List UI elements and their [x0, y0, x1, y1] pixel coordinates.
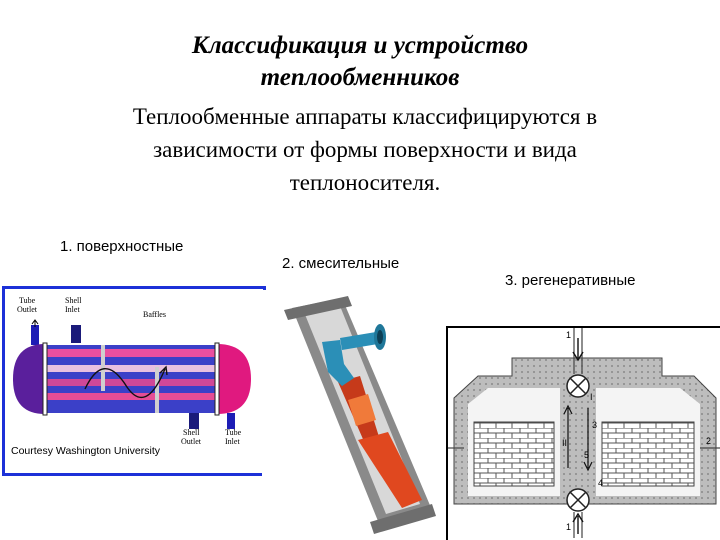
title-line-1: Классификация и устройство — [191, 32, 529, 59]
regen-label-4: 4 — [598, 478, 603, 488]
shell-tube-diagram: Tube Outlet Shell Inlet Baffles Shell Ou… — [2, 286, 266, 476]
shell-inlet-label-1: Shell — [65, 296, 82, 305]
intro-line-3: теплоносителя. — [289, 170, 441, 195]
regen-label-3: 3 — [592, 420, 597, 430]
baffles-label: Baffles — [143, 310, 166, 319]
type-label-regenerative: 3. регенеративные — [505, 272, 636, 289]
intro-text: Теплообменные аппараты классифицируются … — [30, 100, 700, 199]
shell-outlet-label-1: Shell — [183, 428, 200, 437]
tube-outlet-label-2: Outlet — [17, 305, 38, 314]
regenerative-diagram: 1 1 2 3 4 5 II I — [446, 326, 720, 540]
tube-inlet-label-1: Tube — [225, 428, 242, 437]
regen-label-5: 5 — [584, 450, 589, 460]
shell-inlet-label-2: Inlet — [65, 305, 80, 314]
title-line-2: теплообменников — [260, 64, 460, 91]
regen-label-1-top: 1 — [566, 330, 571, 340]
regen-label-1-bottom: 1 — [566, 522, 571, 532]
intro-line-1: Теплообменные аппараты классифицируются … — [132, 104, 598, 129]
regen-label-2: 2 — [706, 436, 711, 446]
tube-outlet-label-1: Tube — [19, 296, 36, 305]
intro-line-2: зависимости от формы поверхности и вида — [153, 137, 577, 162]
slide-title: Классификация и устройство теплообменник… — [0, 30, 720, 94]
regen-label-II: II — [562, 438, 567, 448]
tube-inlet-label-2: Inlet — [225, 437, 240, 446]
shell-outlet-label-2: Outlet — [181, 437, 202, 446]
type-label-surface: 1. поверхностные — [60, 238, 184, 255]
type-label-mixing: 2. смесительные — [282, 255, 400, 272]
credit-label: Courtesy Washington University — [11, 445, 161, 457]
mixing-diagram — [262, 290, 440, 540]
regen-label-I: I — [590, 392, 593, 402]
